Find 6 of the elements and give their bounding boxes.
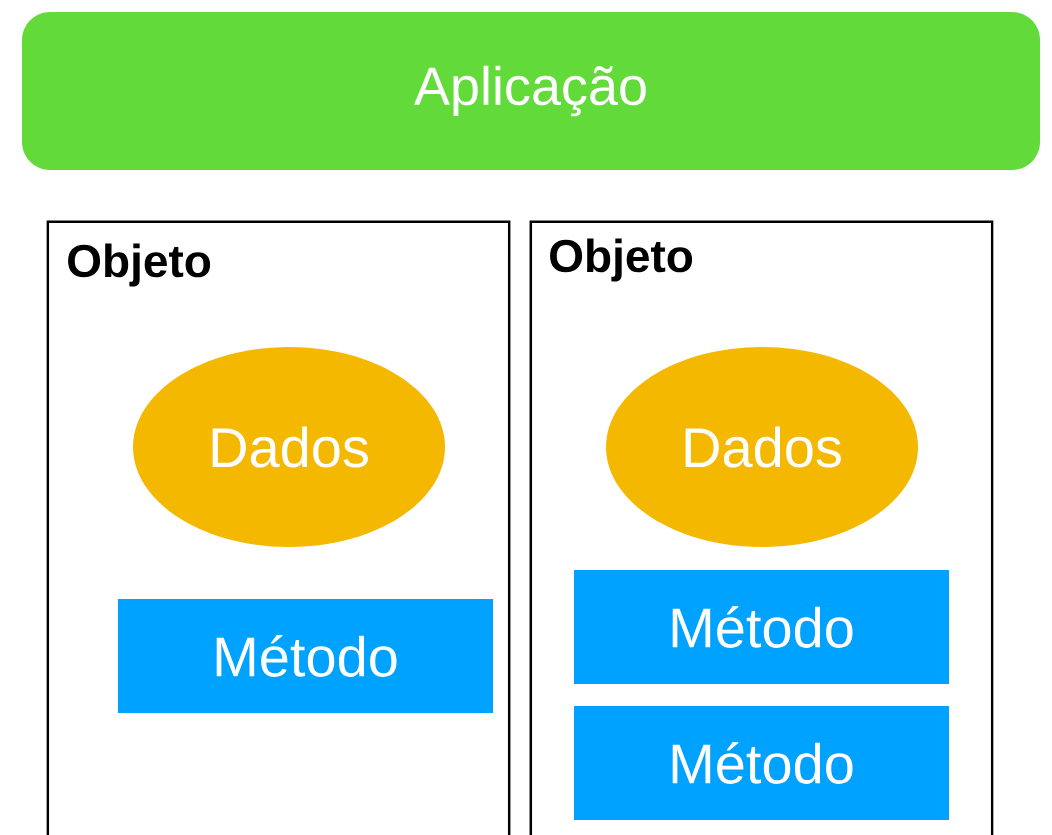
method-box: Método xyxy=(118,599,493,713)
object-heading: Objeto xyxy=(68,243,211,287)
application-box: Aplicação xyxy=(22,12,1040,170)
method-box: Método xyxy=(574,706,949,820)
object-heading: Objeto xyxy=(550,238,693,282)
method-box: Método xyxy=(574,570,949,684)
